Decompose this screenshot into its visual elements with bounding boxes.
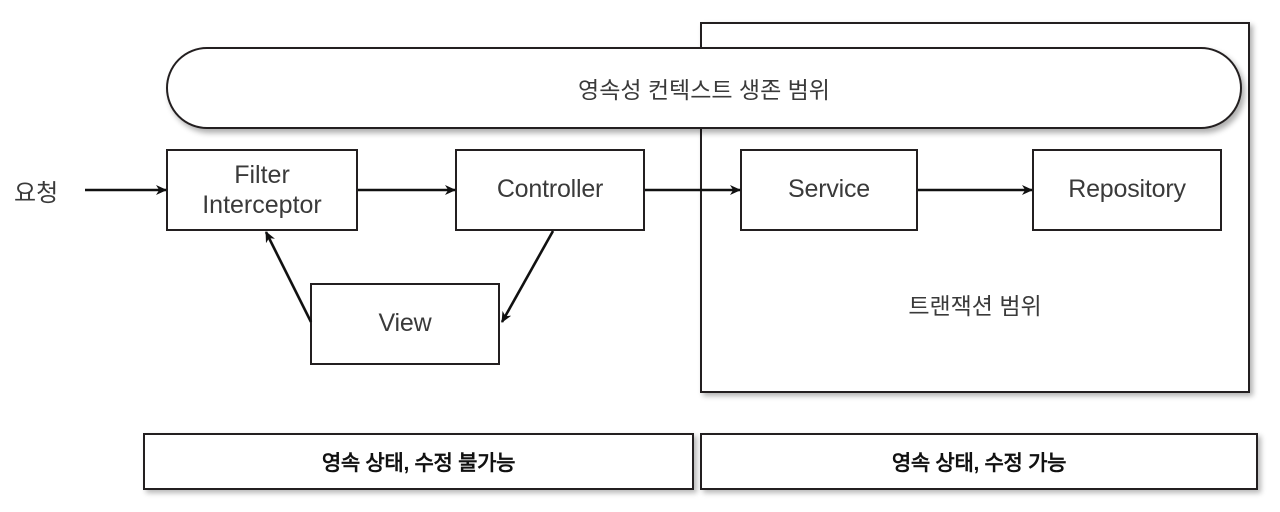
transaction-scope-label: 트랜잭션 범위 [908,293,1042,319]
arrow-view-to-filter [264,231,313,323]
persistence-context-scope-label: 영속성 컨텍스트 생존 범위 [578,77,830,103]
node-controller: Controller [455,149,645,231]
legend-right: 영속 상태, 수정 가능 [700,433,1258,490]
node-repository: Repository [1032,149,1222,231]
node-repository-label: Repository [1068,175,1186,204]
node-filter-interceptor: Filter Interceptor [166,149,358,231]
arrow-controller-to-view [500,230,555,323]
request-label: 요청 [14,180,59,207]
node-controller-label: Controller [496,175,604,204]
node-filter-interceptor-line1: Filter [234,160,290,189]
persistence-context-scope-capsule: 영속성 컨텍스트 생존 범위 [166,47,1242,129]
node-filter-interceptor-line2: Interceptor [202,191,322,219]
node-service-label: Service [788,175,870,204]
legend-left-label: 영속 상태, 수정 불가능 [321,451,516,475]
node-view-label: View [378,309,432,338]
node-view: View [310,283,500,365]
legend-right-label: 영속 상태, 수정 가능 [891,451,1067,475]
legend-left: 영속 상태, 수정 불가능 [143,433,694,490]
node-service: Service [740,149,918,231]
